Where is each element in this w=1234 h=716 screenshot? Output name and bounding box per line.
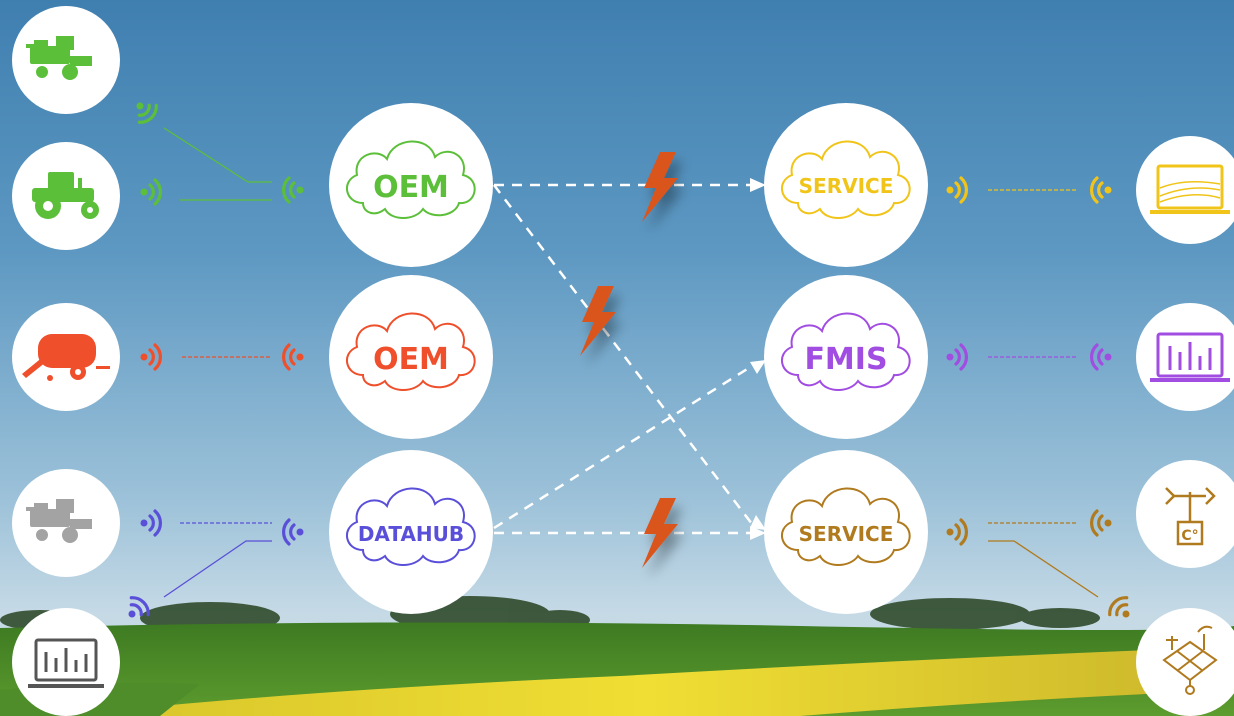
lightning-bolt-icon (580, 286, 616, 356)
endpoint-laptop-chart (1136, 303, 1234, 411)
cloud-label-fmis: FMIS (804, 342, 887, 377)
lightning-bolt-icon (642, 498, 678, 568)
laptop-chart-icon (1150, 332, 1230, 382)
laptop-chart-icon (28, 638, 104, 688)
cloud-fmis (764, 275, 928, 439)
arrowhead-icon (750, 178, 766, 192)
tractor-icon (32, 172, 99, 219)
cloud-label-service-bronze: SERVICE (799, 522, 894, 546)
cloud-service-yellow (764, 103, 928, 267)
crop-field-icon (1162, 625, 1218, 695)
laptop-field-icon (1150, 164, 1230, 214)
cloud-label-oem-red: OEM (373, 342, 449, 377)
endpoint-laptop-gray (12, 608, 120, 716)
arrowhead-icon (750, 360, 766, 374)
lightning-bolt-icon (642, 152, 678, 222)
arrowhead-icon (750, 526, 766, 540)
cloud-label-oem-green: OEM (373, 170, 449, 205)
svg-text:C°: C° (1181, 528, 1198, 544)
baler-icon (22, 334, 110, 381)
arrowhead-icon (750, 515, 766, 530)
endpoint-crop-field (1136, 608, 1234, 716)
endpoint-baler-red (12, 303, 120, 411)
cloud-label-datahub: DATAHUB (358, 522, 464, 546)
cloud-oem-red (329, 275, 493, 439)
endpoint-laptop-field (1136, 136, 1234, 244)
cloud-datahub (329, 450, 493, 614)
cloud-oem-green (329, 103, 493, 267)
rapeseed-field (60, 648, 1234, 716)
combine-harvester-icon (26, 499, 92, 543)
endpoint-combine-gray (12, 469, 120, 577)
lightning-bolts (580, 152, 678, 568)
connection-arrows (493, 183, 753, 535)
endpoint-weather-station: C° (1136, 460, 1234, 568)
endpoint-combine-green (12, 6, 120, 114)
endpoint-tractor-green (12, 142, 120, 250)
weather-station-icon: C° (1165, 487, 1216, 546)
cloud-service-bronze (764, 450, 928, 614)
cloud-label-service-yellow: SERVICE (799, 174, 894, 198)
combine-harvester-icon (26, 36, 92, 80)
